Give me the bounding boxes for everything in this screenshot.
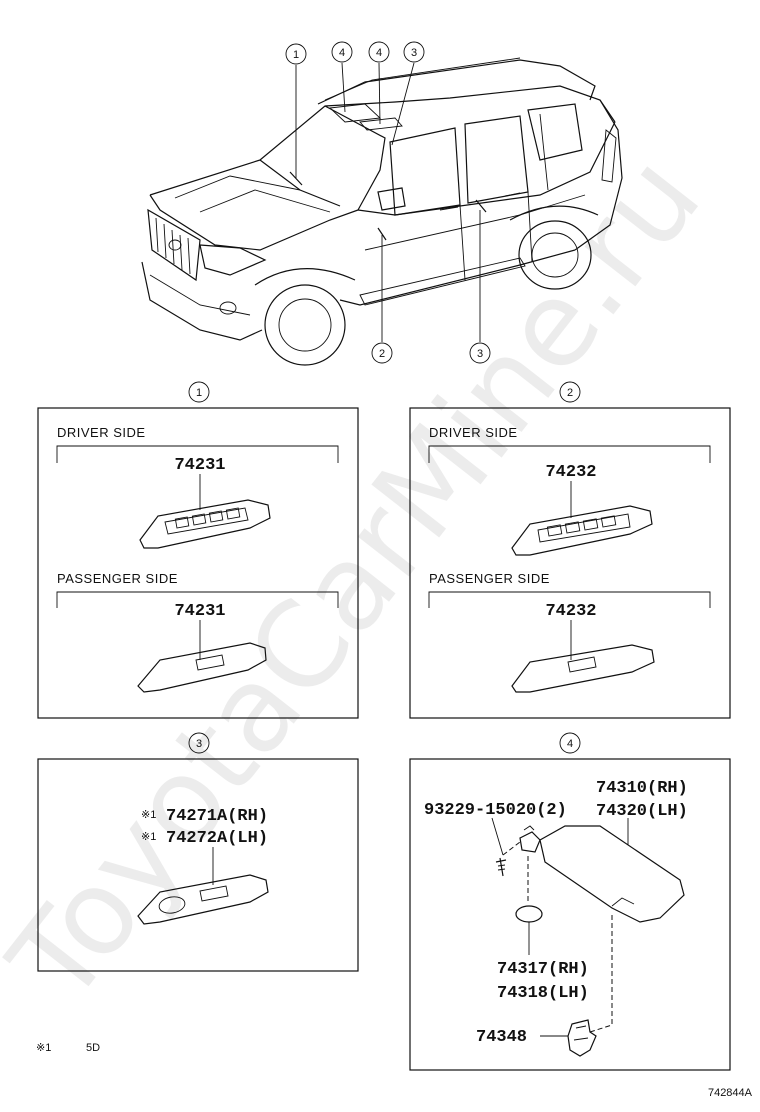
vehicle-callout-4a: 4	[331, 41, 353, 63]
panel-1-callout	[188, 381, 210, 403]
svg-text:3: 3	[196, 738, 202, 750]
visor-clip	[567, 1019, 597, 1057]
panel-2-passenger-switch	[511, 644, 655, 693]
panel-4-pad-rh: 74317(RH)	[497, 960, 589, 979]
panel-1: 1 DRIVER SIDE 74231 PASSENGER SIDE 74231	[37, 381, 359, 719]
svg-text:1: 1	[293, 49, 299, 61]
panel-4-callout	[559, 732, 581, 754]
panel-3: 3 ※1 74271A(RH) ※1 74272A(LH)	[37, 732, 359, 972]
vehicle-callout-2: 2	[371, 342, 393, 364]
panel-3-mark-2: ※1	[141, 831, 156, 843]
panel-1-passenger-switch	[137, 642, 267, 693]
panel-3-switch	[137, 874, 269, 925]
screw	[495, 857, 507, 877]
svg-text:5D: 5D	[86, 1042, 100, 1054]
panel-4-clip-part: 74348	[476, 1028, 527, 1047]
panel-1-driver-switch	[139, 499, 271, 549]
vehicle-callout-3a: 3	[403, 41, 425, 63]
figure-code: 742844A	[708, 1087, 753, 1099]
panel-1-passenger-part: 74231	[174, 602, 225, 621]
svg-text:1: 1	[196, 387, 202, 399]
svg-text:3: 3	[411, 47, 417, 59]
panel-2-driver-switch	[511, 505, 653, 556]
sun-visor	[539, 825, 685, 923]
panel-3-part-lh: 74272A(LH)	[166, 829, 268, 848]
panel-4-visor-rh: 74310(RH)	[596, 779, 688, 798]
svg-text:4: 4	[567, 738, 573, 750]
panel-2-passenger-label: PASSENGER SIDE	[429, 571, 550, 586]
panel-1-passenger-label: PASSENGER SIDE	[57, 571, 178, 586]
panel-2-callout	[559, 381, 581, 403]
panel-2-driver-label: DRIVER SIDE	[429, 425, 518, 440]
panel-4-screw-part: 93229-15020(2)	[424, 801, 567, 820]
panel-4-visor-lh: 74320(LH)	[596, 802, 688, 821]
panel-1-driver-label: DRIVER SIDE	[57, 425, 146, 440]
vehicle-callout-1: 1	[285, 43, 307, 65]
vehicle-leader-lines	[295, 62, 481, 342]
panel-2: 2 DRIVER SIDE 74232 PASSENGER SIDE 74232	[409, 381, 731, 719]
panel-2-driver-part: 74232	[545, 463, 596, 482]
footnote: ※1 5D	[36, 1042, 100, 1054]
panel-3-part-rh: 74271A(RH)	[166, 807, 268, 826]
panel-3-mark-1: ※1	[141, 809, 156, 821]
panel-4: 4 74310(RH) 74320(LH) 93229-15020(2) 743…	[409, 732, 731, 1071]
vehicle-callout-3b: 3	[469, 342, 491, 364]
svg-text:2: 2	[567, 387, 573, 399]
svg-text:4: 4	[339, 47, 345, 59]
vehicle-illustration	[141, 57, 623, 366]
panel-3-callout	[188, 732, 210, 754]
vehicle-callout-4b: 4	[368, 41, 390, 63]
svg-text:※1: ※1	[36, 1042, 51, 1054]
panel-1-driver-part: 74231	[174, 456, 225, 475]
svg-text:4: 4	[376, 47, 382, 59]
svg-text:3: 3	[477, 348, 483, 360]
panel-4-pad-lh: 74318(LH)	[497, 984, 589, 1003]
visor-pad	[515, 905, 543, 923]
panel-2-passenger-part: 74232	[545, 602, 596, 621]
svg-text:2: 2	[379, 348, 385, 360]
